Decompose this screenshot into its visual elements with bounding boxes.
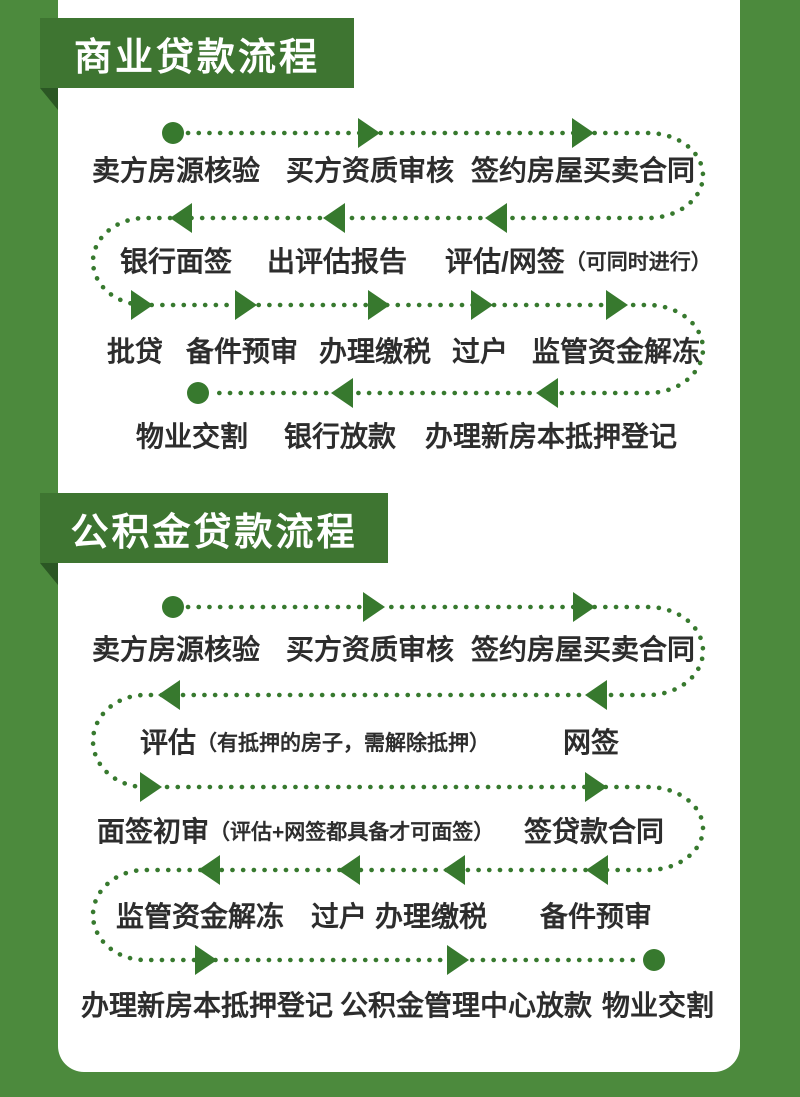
step-property-handover: 物业交割: [135, 421, 249, 452]
step-fund-center-disbursement: 公积金管理中心放款: [339, 990, 593, 1021]
step-buyer-qualification-review: 买方资质审核: [285, 155, 455, 186]
arrow-right-icon: [368, 290, 390, 320]
step-interview-precheck: 面签初审（评估+网签都具备才可面签）: [97, 814, 494, 851]
arrow-left-icon: [198, 855, 220, 885]
step-appraisal-report: 出评估报告: [266, 246, 408, 277]
step-note: （可同时进行）: [564, 251, 712, 274]
arrow-left-icon: [323, 203, 345, 233]
flow-end-dot: [187, 382, 209, 404]
flow-dotted-path-commercial: [90, 130, 706, 396]
step-escrow-funds-release: 监管资金解冻: [115, 901, 285, 932]
step-sign-loan-contract: 签贷款合同: [523, 816, 665, 847]
flow-start-dot: [162, 596, 184, 618]
arrow-right-icon: [131, 290, 153, 320]
arrow-right-icon: [471, 290, 493, 320]
arrow-left-icon: [536, 378, 558, 408]
arrow-right-icon: [447, 945, 469, 975]
step-seller-listing-verification: 卖方房源核验: [91, 155, 261, 186]
arrow-left-icon: [338, 855, 360, 885]
step-note: （有抵押的房子，需解除抵押）: [196, 732, 491, 755]
step-sign-sale-contract: 签约房屋买卖合同: [470, 634, 696, 665]
section-title-fund-loan: 公积金贷款流程: [70, 511, 358, 554]
step-seller-listing-verification: 卖方房源核验: [91, 634, 261, 665]
step-appraisal: 评估（有抵押的房子，需解除抵押）: [140, 725, 490, 762]
arrow-right-icon: [195, 945, 217, 975]
step-loan-approval: 批贷: [106, 336, 164, 367]
step-transfer-ownership: 过户: [310, 901, 368, 932]
arrow-left-icon: [170, 203, 192, 233]
step-new-deed-mortgage-registration: 办理新房本抵押登记: [424, 421, 678, 452]
step-new-deed-mortgage-registration: 办理新房本抵押登记: [80, 990, 334, 1021]
arrow-right-icon: [573, 592, 595, 622]
arrow-left-icon: [585, 680, 607, 710]
arrow-right-icon: [585, 772, 607, 802]
step-label: 面签初审: [97, 816, 210, 847]
step-pay-taxes: 办理缴税: [374, 901, 488, 932]
arrow-left-icon: [158, 680, 180, 710]
step-property-handover: 物业交割: [601, 990, 715, 1021]
step-appraisal-online-sign: 评估/网签（可同时进行）: [445, 244, 712, 281]
arrow-right-icon: [606, 290, 628, 320]
step-sign-sale-contract: 签约房屋买卖合同: [470, 155, 696, 186]
arrow-right-icon: [363, 592, 385, 622]
step-label: 评估: [140, 727, 197, 758]
arrow-right-icon: [235, 290, 257, 320]
arrow-left-icon: [443, 855, 465, 885]
step-transfer-ownership: 过户: [451, 336, 509, 367]
flow-dotted-path-fund: [90, 604, 706, 963]
arrow-left-icon: [331, 378, 353, 408]
arrow-left-icon: [485, 203, 507, 233]
step-label: 评估/网签: [445, 246, 565, 277]
step-online-sign: 网签: [562, 727, 620, 758]
arrow-right-icon: [572, 118, 594, 148]
arrow-right-icon: [358, 118, 380, 148]
step-bank-disbursement: 银行放款: [283, 421, 397, 452]
step-document-precheck: 备件预审: [539, 901, 653, 932]
section-banner-commercial-loan: 商业贷款流程: [40, 18, 354, 88]
arrow-left-icon: [586, 855, 608, 885]
step-escrow-funds-release: 监管资金解冻: [531, 336, 701, 367]
step-note: （评估+网签都具备才可面签）: [209, 821, 495, 844]
step-document-precheck: 备件预审: [185, 336, 299, 367]
step-buyer-qualification-review: 买方资质审核: [285, 634, 455, 665]
step-bank-interview: 银行面签: [119, 246, 233, 277]
flow-start-dot: [162, 122, 184, 144]
section-title-commercial-loan: 商业贷款流程: [73, 36, 320, 79]
section-banner-fund-loan: 公积金贷款流程: [40, 493, 388, 563]
flow-end-dot: [643, 949, 665, 971]
arrow-right-icon: [140, 772, 162, 802]
step-pay-taxes: 办理缴税: [318, 336, 432, 367]
